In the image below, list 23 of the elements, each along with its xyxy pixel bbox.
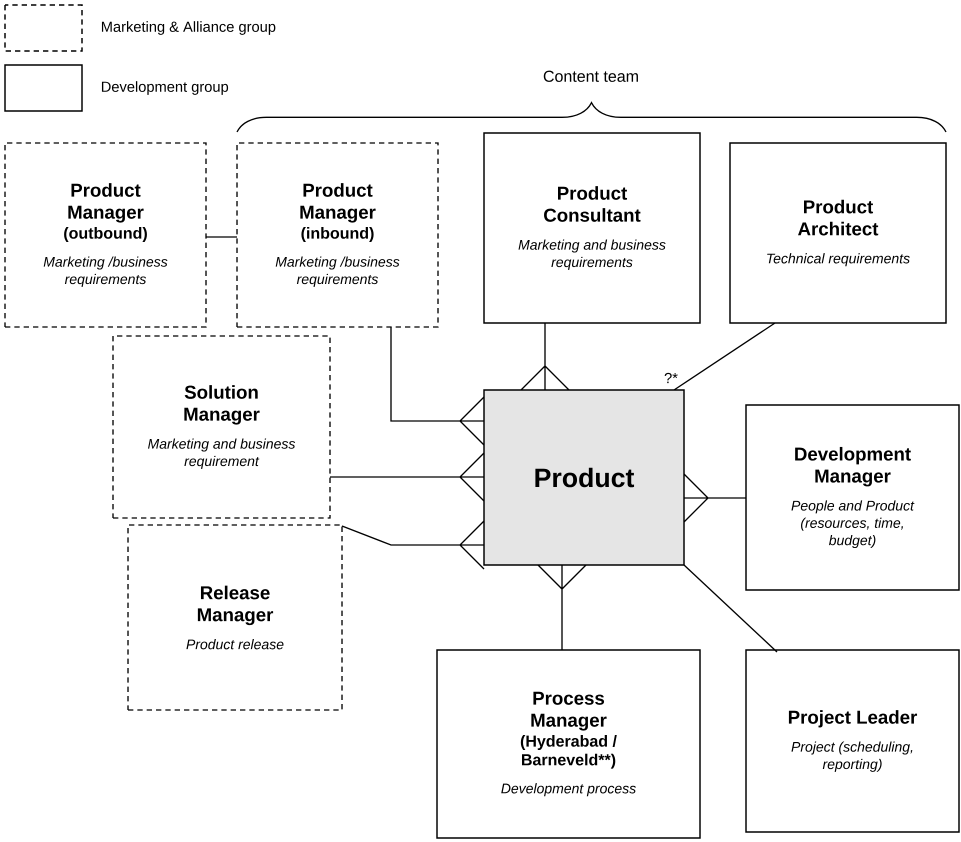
connector <box>684 564 778 652</box>
group-label: Content team <box>544 70 638 82</box>
connector <box>329 452 485 502</box>
role-box: Project Leader Project (scheduling, reporting) <box>745 649 960 833</box>
role-box: Product Manager (outbound) Marketing /business requirements <box>4 142 207 328</box>
connector <box>390 326 485 446</box>
role-box: Product Consultant Marketing and business requirements <box>483 132 701 324</box>
connector <box>520 322 570 391</box>
role-box: Development Manager People and Product (resources, time, budget) <box>745 404 960 591</box>
connector <box>537 564 587 651</box>
product-box: Product <box>483 389 685 566</box>
legend-label: Development group <box>102 81 228 95</box>
legend-label: Marketing & Alliance group <box>102 21 276 35</box>
role-box: Product Manager (inbound) Marketing /business requirements <box>236 142 439 328</box>
role-box: Product Architect Technical requirements <box>729 142 947 324</box>
role-box: Solution Manager Marketing and business requirement <box>112 335 331 519</box>
connector <box>206 236 237 238</box>
connector <box>341 520 485 570</box>
role-box: Release Manager Product release <box>127 524 343 711</box>
connector <box>674 322 776 391</box>
edge-label: ?* <box>662 372 680 384</box>
connector <box>683 473 747 523</box>
role-box: Process Manager (Hyderabad / Barneveld**) Development process <box>436 649 701 839</box>
